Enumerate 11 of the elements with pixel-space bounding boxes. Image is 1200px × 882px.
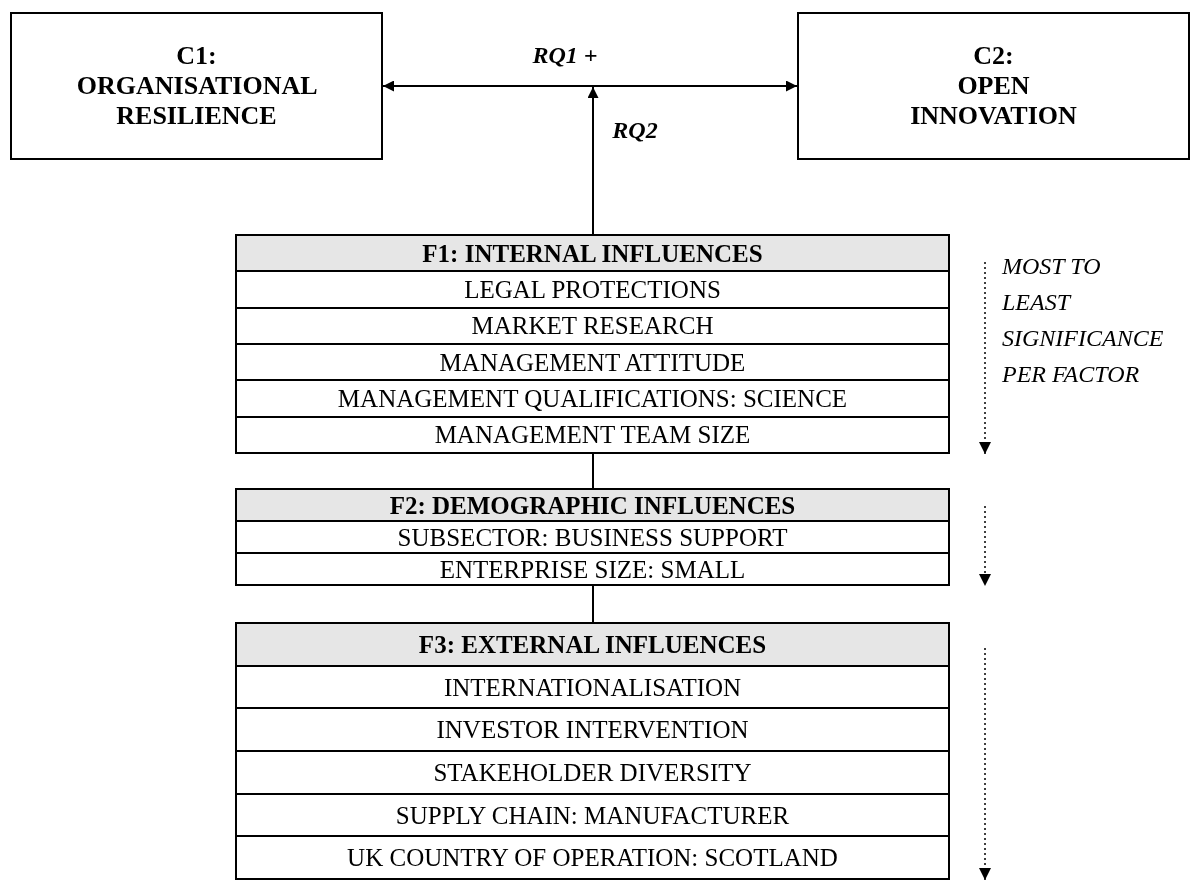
note-text: MOST TO LEAST SIGNIFICANCE PER FACTOR bbox=[1002, 252, 1165, 389]
table-header-cell: F3: EXTERNAL INFLUENCES bbox=[237, 624, 948, 665]
concept-box: C1: ORGANISATIONAL RESILIENCE bbox=[10, 12, 383, 160]
connector-arrow bbox=[382, 80, 798, 92]
connector-arrow bbox=[587, 86, 599, 235]
factor-table bbox=[235, 622, 950, 880]
table-header-cell: F2: DEMOGRAPHIC INFLUENCES bbox=[237, 490, 948, 520]
concept-box: C2: OPEN INNOVATION bbox=[797, 12, 1190, 160]
table-header-cell: F1: INTERNAL INFLUENCES bbox=[237, 236, 948, 271]
factor-table bbox=[235, 488, 950, 586]
factor-table bbox=[235, 234, 950, 454]
